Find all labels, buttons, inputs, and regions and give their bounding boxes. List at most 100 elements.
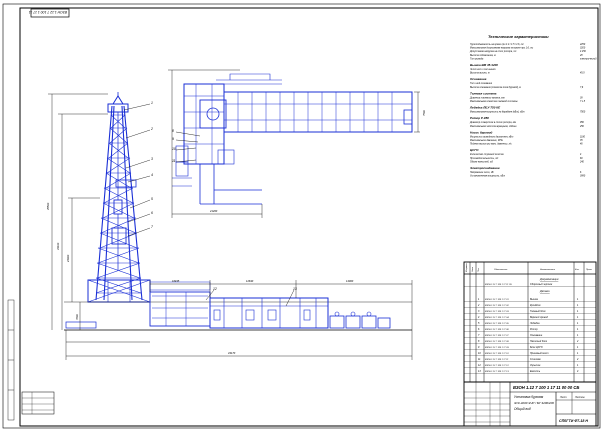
table-cell-designation: ВЗОН 1.12 7 100 1 17 05 xyxy=(485,323,509,325)
table-cell-name: Основание xyxy=(530,334,543,337)
table-cell-name: Вышка xyxy=(530,298,538,301)
callout-number: 5 xyxy=(151,197,153,201)
inner-frame xyxy=(19,7,599,427)
specs-line-value: 1180 xyxy=(580,136,586,138)
specs-line-label: Высота подсвечника, м xyxy=(470,54,496,57)
table-cell-qty: 1 xyxy=(577,334,579,337)
specs-line-label: Число ног и тип вышки xyxy=(470,69,496,71)
specs-line-label: Объем емкостей, м3 xyxy=(470,160,494,163)
specifications-block: Технические характеристики Грузоподъемно… xyxy=(469,34,597,178)
table-cell-designation: ВЗОН 1.12 7 100 1 17 06 xyxy=(485,329,509,331)
specs-line-value: 7 x 8 xyxy=(580,101,586,103)
dim-plan-width: 21260 xyxy=(209,209,218,213)
specs-line-value: 2250 xyxy=(579,44,586,46)
table-cell-pos: 4 xyxy=(478,316,480,319)
dim-height-lower: 24000 xyxy=(66,254,70,263)
specs-line-value: 250 xyxy=(579,126,585,128)
table-cell-qty: 1 xyxy=(577,298,579,301)
table-cell-designation: ВЗОН 1.12 7 100 1 17 12 xyxy=(485,365,509,367)
specs-line-label: Высота вышки, м xyxy=(470,73,490,75)
specs-line-label: Диаметр талевого каната, мм xyxy=(469,97,505,99)
specs-line-value: 3200 xyxy=(580,48,586,50)
specs-line-label: Количество ступеней очистки xyxy=(470,153,505,156)
specs-line-label: Производительность, л/с xyxy=(470,157,499,160)
callout-number: 9 xyxy=(172,137,174,141)
title-block-name-2: ЭУК-3200 ЭЧР / БУ 3200/200 xyxy=(514,401,554,405)
specs-line-label: Максимальное давление, МПа xyxy=(470,139,503,142)
callout-number: 12 xyxy=(213,287,217,291)
table-cell-qty: 1 xyxy=(577,364,579,367)
table-cell-name: Сборочный чертеж xyxy=(530,283,552,286)
specs-line-label: Максимальная мощность на барабане (кВт),… xyxy=(470,112,525,114)
table-cell-qty: 1 xyxy=(577,346,579,349)
table-cell-qty: 1 xyxy=(577,322,579,325)
table-cell-pos: 13 xyxy=(478,370,481,373)
outer-frame xyxy=(2,3,601,429)
specs-line-value: 45,5 xyxy=(580,72,585,75)
specs-line-label: Максимальная оснастка талевой системы xyxy=(470,100,518,103)
callout-number: 10 xyxy=(172,147,176,151)
table-cell-pos: 8 xyxy=(478,340,480,343)
table-cell-qty: 1 xyxy=(577,316,579,319)
table-cell-name: Емкость xyxy=(530,370,541,373)
table-cell-qty: 4 xyxy=(577,370,579,373)
table-cell-qty: 1 xyxy=(577,310,579,313)
specs-group-heading: Основание xyxy=(470,77,487,81)
table-cell-designation: ВЗОН 1.12 7 100 1 17 03 xyxy=(485,311,509,313)
table-cell-name: Верхний привод xyxy=(530,316,549,319)
title-block-name-3: Общий вид xyxy=(514,407,531,411)
specs-line-value: 7,6 xyxy=(580,87,584,89)
specs-group-heading: Лебедка ЛБУ-750 КЕ xyxy=(469,106,501,110)
table-cell-pos: 7 xyxy=(478,334,480,337)
table-cell-name: Талевый блок xyxy=(530,310,546,313)
table-section-heading: Документация xyxy=(539,277,559,281)
table-cell-pos: 6 xyxy=(478,328,480,331)
dim-base-height: 7600 xyxy=(75,314,79,320)
specs-line-value: 38 xyxy=(580,97,583,99)
specs-group-heading: Талевая система xyxy=(470,91,497,95)
table-cell-pos: 3 xyxy=(478,310,480,313)
table-cell-qty: 2 xyxy=(576,358,579,361)
table-cell-pos: 11 xyxy=(478,358,481,361)
dim-height-mid: 43100 xyxy=(56,242,60,250)
title-block-org: СПбГТИ ФТ-18 Н xyxy=(559,419,588,423)
table-cell-designation: ВЗОН 1.12 7 100 1 17 08 xyxy=(485,341,509,343)
table-cell-designation: ВЗОН 1.12 7 100 1 17 11 СБ xyxy=(485,284,513,286)
table-cell-designation: ВЗОН 1.12 7 100 1 17 11 xyxy=(485,359,508,361)
callout-number: 3 xyxy=(151,157,153,161)
callout-number: 6 xyxy=(151,211,153,215)
table-cell-pos: 2 xyxy=(477,304,480,307)
table-cell-designation: ВЗОН 1.12 7 100 1 17 04 xyxy=(485,316,509,319)
table-cell-name: Приемный мост xyxy=(530,352,549,355)
plan-view xyxy=(172,73,413,205)
specs-group-heading: Насос буровой xyxy=(470,130,493,134)
dim-section-b: 12630 xyxy=(246,279,254,283)
specs-line-value: 3890 xyxy=(580,176,586,178)
title-block-sheet: Лист xyxy=(559,395,568,399)
callout-number: 11 xyxy=(172,159,176,163)
callout-number: 7 xyxy=(151,225,153,229)
specs-line-label: Установленная мощность, кВт xyxy=(470,176,505,178)
table-cell-name: Стеллаж xyxy=(530,358,541,361)
table-header-cell: Формат xyxy=(465,263,468,272)
table-header-cell: Поз. xyxy=(478,267,480,272)
specs-line-value: 4 xyxy=(580,153,582,156)
specs-group-heading: Вышка ВМ 45-3200 xyxy=(470,63,498,67)
dim-height-overall: 45500 xyxy=(46,202,50,210)
callout-number: 1 xyxy=(151,101,153,105)
specs-line-value: 35 xyxy=(580,140,583,142)
specs-group-heading: ЦСГО xyxy=(470,148,479,152)
specs-line-value: 6 xyxy=(580,172,582,174)
dim-total-length: 43170 xyxy=(228,351,236,355)
table-cell-qty: 1 xyxy=(577,352,579,355)
table-header-cell: Наименование xyxy=(540,269,556,271)
callout-number: 13 xyxy=(293,287,297,291)
table-cell-qty: 2 xyxy=(576,340,579,343)
table-cell-name: Лебедка xyxy=(529,322,540,325)
corner-stamp-box xyxy=(30,8,70,18)
table-cell-designation: ВЗОН 1.12 7 100 1 17 02 xyxy=(485,305,509,307)
table-cell-name: Ротор xyxy=(530,328,538,331)
title-block-code: ВЗОН 1.12 7 100 1 17 11 00 00 СБ xyxy=(513,385,579,390)
specs-group-heading: Ротор Р-950 xyxy=(470,116,489,120)
